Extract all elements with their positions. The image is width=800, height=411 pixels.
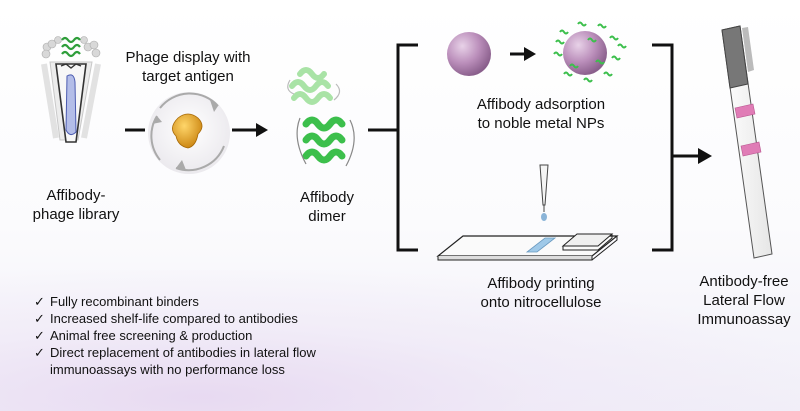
check-icon: ✓ [34, 345, 45, 360]
benefit-text: Direct replacement of antibodies in late… [50, 345, 316, 360]
benefit-item: ✓ Increased shelf-life compared to antibo… [34, 310, 316, 327]
background-glow [0, 270, 800, 411]
benefit-item: ✓ Direct replacement of antibodies in lat… [34, 344, 316, 361]
check-icon: ✓ [34, 328, 45, 343]
benefit-item: ✓ Animal free screening & production [34, 327, 316, 344]
selection-cycle-illustration [148, 92, 230, 174]
phage-library-illustration [41, 36, 101, 143]
benefit-text: Fully recombinant binders [50, 294, 199, 309]
printing-illustration [436, 164, 619, 261]
label-lateral-flow-immunoassay: Antibody-free Lateral Flow Immunoassay [697, 273, 791, 328]
merge-bracket [652, 43, 712, 252]
split-bracket [368, 43, 418, 252]
label-nanoparticle-adsorption: Affibody adsorption to noble metal NPs [476, 96, 606, 132]
label-affibody-phage-library: Affibody- phage library [32, 187, 120, 223]
benefits-list: ✓ Fully recombinant binders ✓ Increased sh… [34, 293, 316, 378]
benefit-text: immunoassays with no performance loss [50, 362, 285, 377]
lateral-flow-strip [721, 25, 773, 259]
nanoparticle-illustration [447, 21, 627, 83]
benefit-item: ✓ Fully recombinant binders [34, 293, 316, 310]
benefit-text: Animal free screening & production [50, 328, 253, 343]
benefit-text: Increased shelf-life compared to antibod… [50, 311, 298, 326]
label-nitrocellulose-printing: Affibody printing onto nitrocellulose [480, 275, 602, 311]
arrow-selection-to-dimer [232, 123, 268, 137]
check-icon: ✓ [34, 311, 45, 326]
affibody-dimer-illustration [287, 67, 355, 167]
label-affibody-dimer: Affibody dimer [300, 189, 354, 225]
benefit-item-continuation: immunoassays with no performance loss [34, 361, 316, 378]
label-phage-display: Phage display with target antigen [125, 49, 251, 85]
check-icon: ✓ [34, 294, 45, 309]
